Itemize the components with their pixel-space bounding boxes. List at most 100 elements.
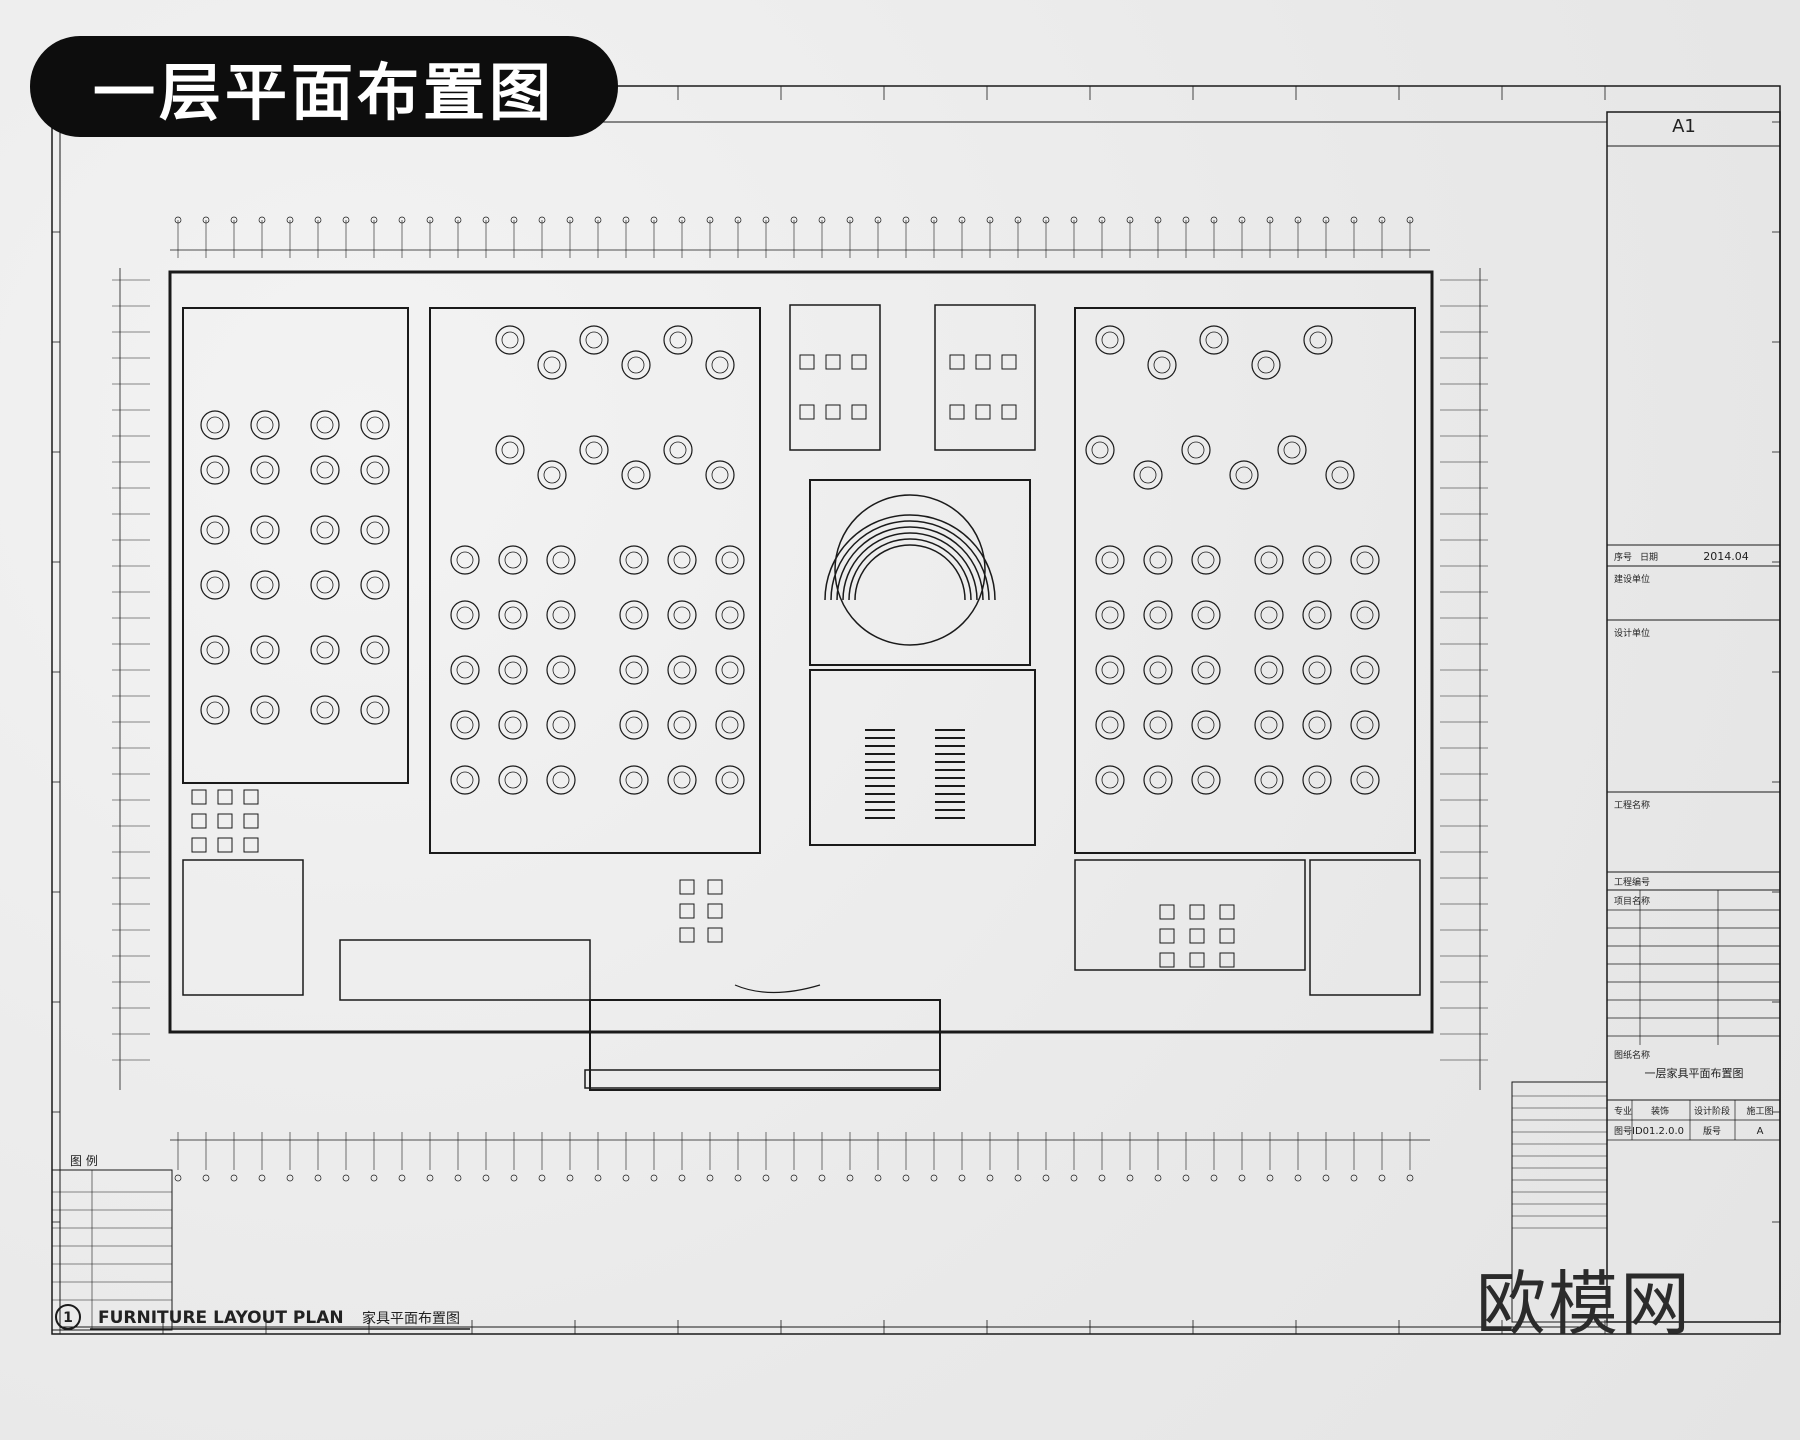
square-table: [217, 837, 233, 853]
round-table-top: [316, 461, 334, 479]
round-table-top: [1149, 716, 1167, 734]
square-table: [707, 927, 723, 943]
round-table: [310, 635, 340, 665]
grid-bubble: [454, 216, 462, 224]
square-table: [799, 354, 815, 370]
round-table: [1191, 600, 1221, 630]
round-table: [715, 655, 745, 685]
square-table: [1189, 904, 1205, 920]
round-table-top: [721, 661, 739, 679]
grid-bubble: [174, 216, 182, 224]
round-table-top: [366, 461, 384, 479]
round-table: [1302, 655, 1332, 685]
round-table: [1251, 350, 1281, 380]
round-table-top: [1356, 716, 1374, 734]
grid-bubble: [1182, 216, 1190, 224]
round-table: [200, 515, 230, 545]
grid-bubble: [622, 1174, 630, 1182]
round-table: [546, 710, 576, 740]
drawing-no-label: 图号: [1614, 1126, 1632, 1137]
plan-title-cn: 家具平面布置图: [362, 1310, 460, 1327]
round-table-top: [1308, 716, 1326, 734]
project-label: 工程名称: [1614, 799, 1650, 811]
banquet-hall-2: [1074, 307, 1416, 854]
rotunda-seating-row: [854, 544, 966, 601]
round-table: [1303, 325, 1333, 355]
drawing-no-value: ID01.2.0.0: [1632, 1126, 1684, 1137]
round-table: [250, 410, 280, 440]
round-table-top: [501, 441, 519, 459]
round-table: [310, 410, 340, 440]
round-table-top: [627, 356, 645, 374]
round-table-top: [206, 521, 224, 539]
round-table: [250, 635, 280, 665]
round-table-top: [1153, 356, 1171, 374]
round-table-top: [366, 416, 384, 434]
round-table-top: [1101, 551, 1119, 569]
round-table: [621, 350, 651, 380]
round-table: [1302, 710, 1332, 740]
round-table: [619, 545, 649, 575]
room-north-1: [789, 304, 881, 451]
round-table: [546, 765, 576, 795]
round-table: [667, 600, 697, 630]
grid-bubble: [370, 1174, 378, 1182]
grid-bubble: [286, 1174, 294, 1182]
title-block-frame: [1606, 111, 1781, 1323]
round-table-top: [256, 521, 274, 539]
round-table: [1254, 600, 1284, 630]
round-table: [450, 655, 480, 685]
square-table: [949, 404, 965, 420]
round-table: [310, 570, 340, 600]
square-table: [825, 404, 841, 420]
round-table-top: [1149, 551, 1167, 569]
round-table-top: [501, 331, 519, 349]
square-table: [1159, 904, 1175, 920]
round-table: [1302, 765, 1332, 795]
round-table: [667, 545, 697, 575]
round-table: [200, 570, 230, 600]
design-label: 设计单位: [1614, 627, 1650, 639]
date-label: 日期: [1640, 552, 1658, 563]
round-table: [579, 435, 609, 465]
grid-bubble: [1126, 1174, 1134, 1182]
round-table-top: [1308, 771, 1326, 789]
round-table: [619, 655, 649, 685]
round-table: [310, 695, 340, 725]
round-table-top: [673, 551, 691, 569]
round-table-top: [669, 331, 687, 349]
round-table: [667, 710, 697, 740]
round-table-top: [456, 716, 474, 734]
square-table: [243, 813, 259, 829]
grid-bubble: [902, 216, 910, 224]
banquet-hall-1: [429, 307, 761, 854]
grid-bubble: [958, 216, 966, 224]
round-table: [546, 655, 576, 685]
round-table: [1181, 435, 1211, 465]
round-table-top: [1235, 466, 1253, 484]
round-table: [1254, 545, 1284, 575]
round-table-top: [1356, 661, 1374, 679]
round-table-top: [1260, 551, 1278, 569]
round-table: [663, 435, 693, 465]
revision-list: [1511, 1081, 1608, 1323]
round-table: [1191, 765, 1221, 795]
round-table: [200, 410, 230, 440]
grid-bubble: [342, 1174, 350, 1182]
square-table: [1001, 404, 1017, 420]
grid-bubble: [1378, 1174, 1386, 1182]
round-table: [546, 545, 576, 575]
round-table: [450, 545, 480, 575]
round-table-top: [504, 716, 522, 734]
entrance-lobby: [589, 999, 941, 1091]
round-table-top: [206, 461, 224, 479]
grid-bubble: [594, 1174, 602, 1182]
round-table-top: [1197, 551, 1215, 569]
grid-bubble: [930, 216, 938, 224]
rotunda-seating-row: [836, 526, 984, 601]
restroom-east: [1309, 859, 1421, 996]
round-table-top: [552, 771, 570, 789]
round-table: [705, 350, 735, 380]
grid-bubble: [706, 216, 714, 224]
rotunda-seating-row: [842, 532, 978, 601]
